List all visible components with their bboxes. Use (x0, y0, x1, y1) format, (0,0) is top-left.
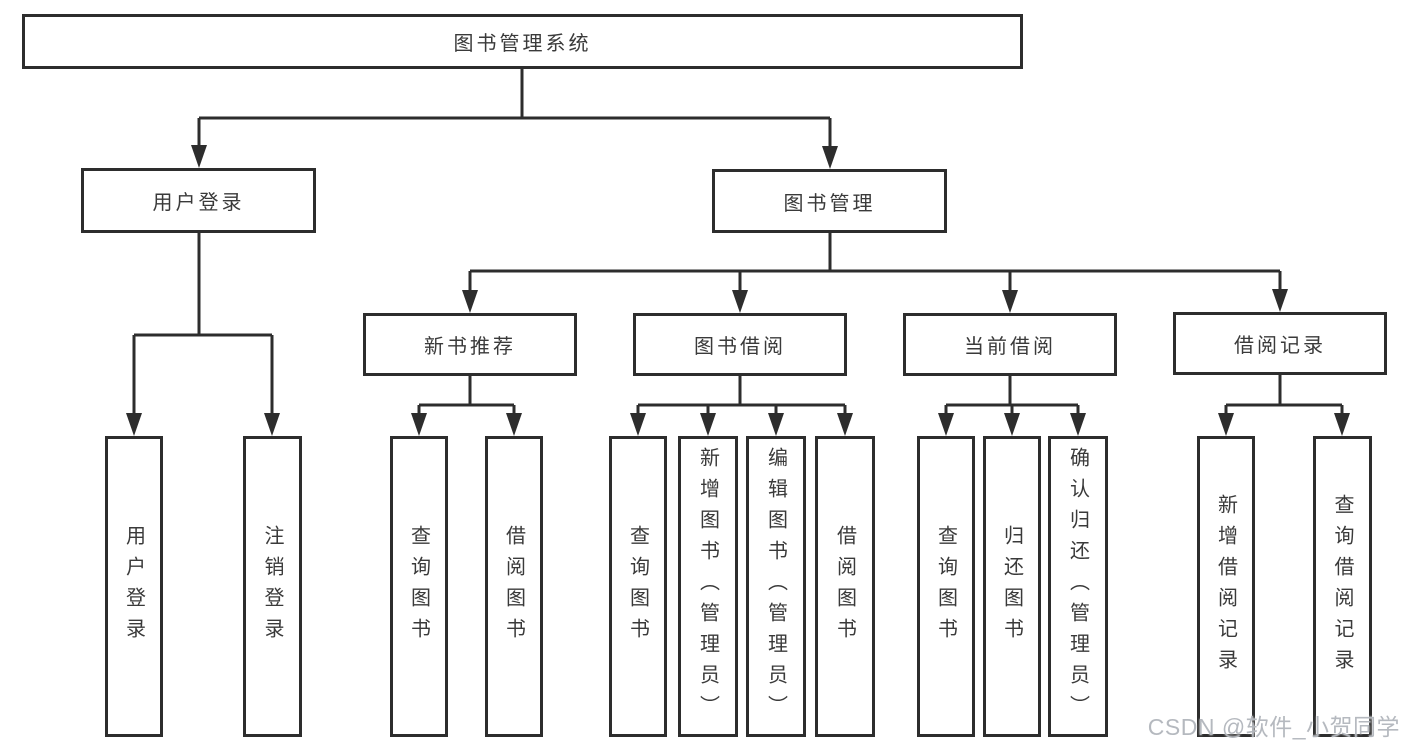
arrowhead-icon (191, 145, 207, 168)
arrowhead-icon (1002, 290, 1018, 313)
node-borrow-records: 借阅记录 (1173, 312, 1387, 375)
node-user-login: 用户登录 (81, 168, 316, 233)
arrowhead-icon (126, 413, 142, 436)
connector-current-to-leaves (938, 376, 1086, 436)
arrowhead-icon (822, 146, 838, 169)
arrowhead-icon (462, 290, 478, 313)
arrowhead-icon (837, 413, 853, 436)
connector-root-to-level1 (191, 69, 838, 169)
connector-line (197, 69, 832, 151)
node-current-borrow: 当前借阅 (903, 313, 1117, 376)
connector-recommend-to-leaves (411, 376, 522, 436)
connector-line (132, 233, 274, 418)
connector-line (944, 376, 1080, 418)
leaf-return-books: 归还图书 (983, 436, 1041, 737)
connector-borrow-to-leaves (630, 376, 853, 436)
connector-management-to-level2 (462, 233, 1288, 313)
arrowhead-icon (938, 413, 954, 436)
arrowhead-icon (768, 413, 784, 436)
leaf-borrow-books-recommend: 借阅图书 (485, 436, 543, 737)
leaf-edit-books-admin: 编辑图书（管理员） (746, 436, 806, 737)
leaf-add-borrow-record: 新增借阅记录 (1197, 436, 1255, 737)
connector-line (417, 376, 516, 418)
leaf-query-borrow-record: 查询借阅记录 (1313, 436, 1372, 737)
connector-records-to-leaves (1218, 375, 1350, 436)
arrowhead-icon (732, 290, 748, 313)
node-book-borrow: 图书借阅 (633, 313, 847, 376)
arrowhead-icon (700, 413, 716, 436)
leaf-logout: 注销登录 (243, 436, 302, 737)
connector-login-to-leaves (126, 233, 280, 436)
arrowhead-icon (1218, 413, 1234, 436)
arrowhead-icon (1004, 413, 1020, 436)
arrowhead-icon (1334, 413, 1350, 436)
node-library-system: 图书管理系统 (22, 14, 1023, 69)
arrowhead-icon (1272, 289, 1288, 312)
watermark: CSDN @软件_小贺同学 (1147, 714, 1400, 740)
node-new-book-recommend: 新书推荐 (363, 313, 577, 376)
connector-line (468, 233, 1282, 295)
arrowhead-icon (411, 413, 427, 436)
arrowhead-icon (264, 413, 280, 436)
arrowhead-icon (506, 413, 522, 436)
connector-line (1224, 375, 1344, 418)
leaf-query-books-borrow: 查询图书 (609, 436, 667, 737)
connector-line (636, 376, 847, 418)
leaf-add-books-admin: 新增图书（管理员） (678, 436, 738, 737)
leaf-query-books-current: 查询图书 (917, 436, 975, 737)
node-book-management: 图书管理 (712, 169, 947, 233)
leaf-confirm-return-admin: 确认归还（管理员） (1048, 436, 1108, 737)
leaf-borrow-books: 借阅图书 (815, 436, 875, 737)
arrowhead-icon (1070, 413, 1086, 436)
arrowhead-icon (630, 413, 646, 436)
leaf-query-books-recommend: 查询图书 (390, 436, 448, 737)
leaf-user-login: 用户登录 (105, 436, 163, 737)
